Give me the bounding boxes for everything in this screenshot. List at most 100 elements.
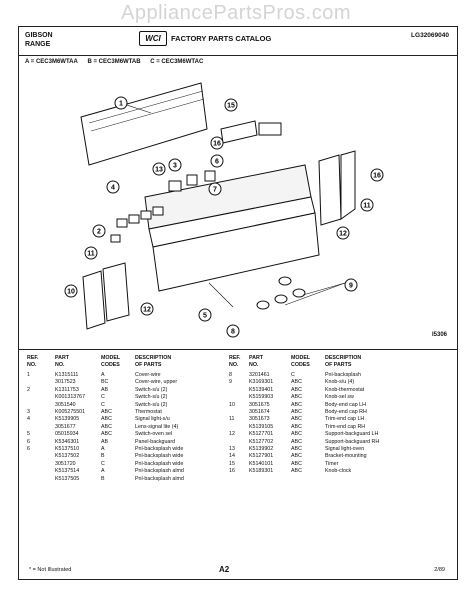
description-cell: Bracket-mounting	[325, 453, 367, 460]
description-cell: Pnl-backsplash wide	[135, 460, 184, 467]
model-code-cell: ABC	[291, 401, 302, 408]
ref-cell: 15	[229, 460, 235, 467]
description-cell: Panel-backguard	[135, 438, 176, 445]
model-code-cell: AB	[101, 438, 109, 445]
callout-7: 7	[208, 182, 222, 196]
page-number: A2	[219, 565, 230, 574]
catalog-title: FACTORY PARTS CATALOG	[171, 34, 272, 43]
model-code-cell: ABC	[291, 431, 302, 438]
diagram-code: I5306	[431, 332, 447, 338]
svg-text:7: 7	[213, 187, 217, 194]
callout-5: 5	[198, 308, 212, 322]
ref-cell	[229, 387, 249, 394]
part-number-cell: K3169301	[249, 379, 274, 386]
model-code-cell: ABC	[291, 416, 302, 423]
part-number-cell: 3051673	[249, 416, 270, 423]
model-legend: A = CEC3M6WTAA B = CEC3M6WTAB C = CEC3M6…	[25, 59, 211, 65]
callout-6: 6	[210, 154, 224, 168]
part-number-cell: K5137514	[55, 468, 80, 475]
part-number-cell: K5127901	[249, 453, 274, 460]
part-number-cell: K5137502	[55, 453, 80, 460]
model-code-cell: ABC	[291, 394, 302, 401]
description-cell: Thermostat	[135, 409, 162, 416]
svg-text:5: 5	[203, 313, 207, 320]
table-row: K5159903 ABC Knob-sel sw	[229, 394, 381, 401]
svg-text:12: 12	[143, 307, 151, 314]
description-cell: Pnl-backsplash almd	[135, 468, 184, 475]
ref-cell: 16	[229, 468, 235, 475]
ref-cell: 6	[27, 438, 30, 445]
catalog-title-block: WCI FACTORY PARTS CATALOG	[139, 31, 271, 46]
callout-8: 8	[226, 324, 240, 338]
description-cell: Knob-sel sw	[325, 394, 354, 401]
callout-4: 4	[106, 180, 120, 194]
description-cell: Switch-s/u (2)	[135, 401, 168, 408]
wci-logo: WCI	[139, 31, 167, 46]
ref-cell	[229, 394, 249, 401]
ref-cell	[27, 476, 55, 483]
ref-cell: 1	[27, 372, 30, 378]
model-code-cell: BC	[101, 379, 109, 386]
model-code-cell: ABC	[291, 453, 302, 460]
brand-name: GIBSON	[25, 32, 53, 39]
ref-cell	[229, 424, 249, 431]
model-code-cell: ABC	[291, 446, 302, 453]
svg-text:11: 11	[87, 251, 95, 258]
model-a: A = CEC3M6WTAA	[25, 59, 78, 65]
part-number-cell: K005275501	[55, 409, 86, 416]
ref-cell	[27, 468, 55, 475]
clock-shape	[258, 122, 282, 136]
callout-15: 15	[224, 98, 238, 112]
svg-text:16: 16	[213, 141, 221, 148]
part-number-cell: K5159903	[249, 394, 274, 401]
model-code-cell: C	[291, 372, 295, 378]
revision-date: 2/89	[434, 567, 445, 573]
ref-cell: 11	[229, 416, 235, 423]
part-number-cell: K5137505	[55, 475, 80, 482]
description-cell: Timer	[325, 460, 339, 467]
model-code-cell: ABC	[291, 468, 302, 475]
description-cell: Knob-thermostat	[325, 386, 365, 393]
part-number-cell: K5139902	[249, 446, 274, 453]
part-number-cell: K5127701	[249, 431, 274, 438]
model-code-cell: AB	[101, 386, 109, 393]
ref-cell: 8	[229, 372, 232, 378]
part-number-cell: 3017523	[55, 379, 76, 386]
svg-text:15: 15	[227, 103, 235, 110]
ref-cell: 5	[27, 431, 30, 438]
model-c: C = CEC3M6WTAC	[150, 59, 204, 65]
ref-cell: 12	[229, 431, 235, 438]
model-code-cell: B	[101, 453, 105, 460]
ref-cell: 4	[27, 416, 30, 423]
ref-cell	[27, 379, 55, 386]
product-type: RANGE	[25, 41, 51, 48]
svg-text:1: 1	[119, 101, 123, 108]
description-cell: Support-backguard LH	[325, 431, 379, 438]
not-illustrated-note: * = Not Illustrated	[29, 567, 72, 573]
svg-text:8: 8	[231, 329, 235, 336]
cover-wire-shape	[80, 82, 208, 166]
part-number-cell: K5140101	[249, 460, 274, 467]
model-code-cell: ABC	[101, 431, 112, 438]
ref-cell	[27, 402, 55, 409]
svg-text:10: 10	[67, 289, 75, 296]
part-number-cell: K5137510	[55, 446, 80, 453]
ref-cell: 6	[27, 446, 30, 453]
model-code-cell: ABC	[101, 416, 112, 423]
callout-16-right: 16	[370, 168, 384, 182]
description-cell: Switch-oven sel	[135, 431, 173, 438]
part-number-cell: 3051675	[249, 401, 270, 408]
